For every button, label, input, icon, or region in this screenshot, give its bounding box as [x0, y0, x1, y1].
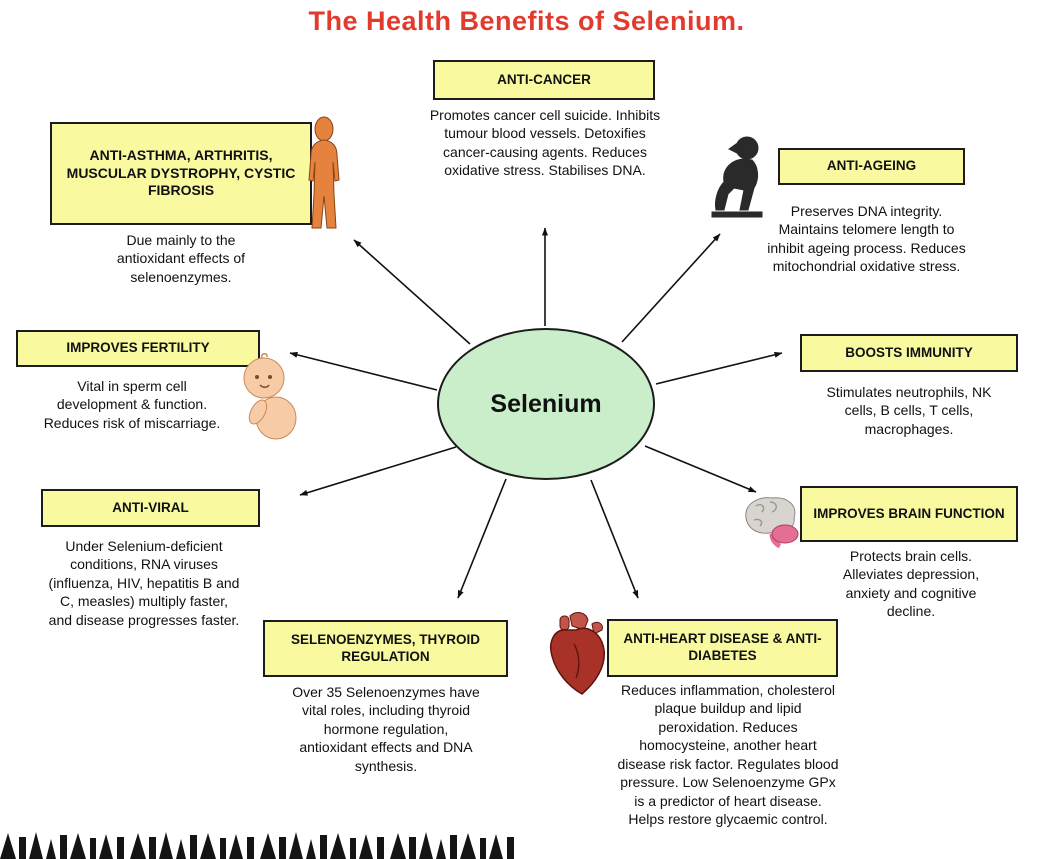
arrow-to-boosts-immunity: [655, 351, 783, 385]
arrow-to-anti-viral: [299, 446, 457, 496]
anti-cancer-description: Promotes cancer cell suicide. Inhibits t…: [429, 107, 661, 179]
anti-cancer-box: ANTI-CANCER: [433, 60, 655, 100]
anti-asthma-box: ANTI-ASTHMA, ARTHRITIS, MUSCULAR DYSTROP…: [50, 122, 312, 225]
arrow-to-anti-heart: [590, 479, 639, 599]
anti-heart-diabetes-description: Reduces inflammation, cholesterol plaque…: [617, 682, 839, 828]
elderly-man-icon: [700, 132, 772, 229]
anti-viral-description: Under Selenium-deficient conditions, RNA…: [48, 538, 240, 628]
improves-fertility-box: IMPROVES FERTILITY: [16, 330, 260, 367]
boosts-immunity-description: Stimulates neutrophils, NK cells, B cell…: [826, 384, 992, 437]
anti-ageing-description: Preserves DNA integrity. Maintains telom…: [767, 203, 966, 275]
improves-brain-function-description: Protects brain cells. Alleviates depress…: [842, 548, 980, 620]
anti-viral-box: ANTI-VIRAL: [41, 489, 260, 527]
selenoenzymes-thyroid-description: Over 35 Selenoenzymes have vital roles, …: [292, 684, 480, 774]
selenoenzymes-thyroid-box: SELENOENZYMES, THYROID REGULATION: [263, 620, 508, 677]
diagram-title: The Health Benefits of Selenium.: [308, 6, 745, 36]
improves-brain-function-label: IMPROVES BRAIN FUNCTION: [813, 505, 1005, 521]
arrow-to-improves-brain: [644, 445, 757, 493]
boosts-immunity-box: BOOSTS IMMUNITY: [800, 334, 1018, 372]
anti-ageing-label: ANTI-AGEING: [826, 158, 917, 174]
improves-brain-function-box: IMPROVES BRAIN FUNCTION: [800, 486, 1018, 542]
arrow-to-improves-fertility: [289, 351, 438, 391]
anti-heart-diabetes-box: ANTI-HEART DISEASE & ANTI-DIABETES: [607, 619, 838, 677]
anti-ageing-box: ANTI-AGEING: [778, 148, 965, 185]
anti-asthma-label: ANTI-ASTHMA, ARTHRITIS, MUSCULAR DYSTROP…: [66, 147, 296, 199]
anti-viral-label: ANTI-VIRAL: [112, 499, 189, 515]
anti-asthma-description: Due mainly to the antioxidant effects of…: [116, 232, 246, 285]
heart-icon: [540, 610, 620, 703]
center-node: Selenium: [437, 328, 655, 480]
brain-icon: [740, 492, 806, 553]
human-body-icon: [298, 116, 350, 239]
baby-icon: [236, 352, 302, 449]
improves-fertility-label: IMPROVES FERTILITY: [66, 340, 210, 356]
cropped-text-artifact: [0, 832, 514, 859]
center-node-label: Selenium: [490, 389, 602, 418]
anti-cancer-label: ANTI-CANCER: [497, 71, 591, 87]
anti-heart-diabetes-label: ANTI-HEART DISEASE & ANTI-DIABETES: [623, 631, 822, 663]
arrow-to-selenoenzymes: [457, 478, 507, 599]
selenoenzymes-thyroid-label: SELENOENZYMES, THYROID REGULATION: [290, 631, 481, 664]
boosts-immunity-label: BOOSTS IMMUNITY: [845, 344, 973, 360]
arrow-to-anti-asthma: [353, 239, 471, 345]
improves-fertility-description: Vital in sperm cell development & functi…: [43, 378, 221, 431]
arrow-to-anti-ageing: [621, 233, 721, 343]
